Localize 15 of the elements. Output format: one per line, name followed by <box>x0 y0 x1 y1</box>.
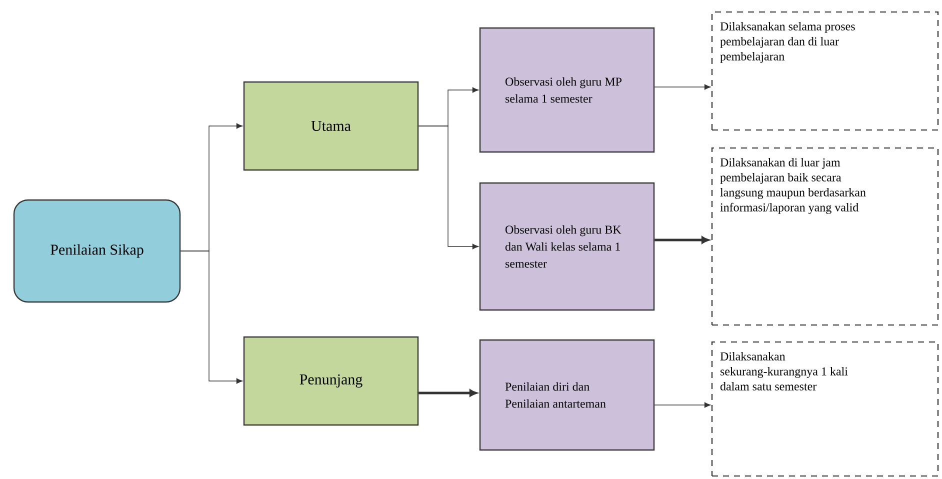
arrow <box>180 250 242 384</box>
category-box: Penunjang <box>243 336 419 426</box>
process-box: Penilaian diri dan Penilaian antarteman <box>479 339 655 451</box>
arrow <box>418 126 478 250</box>
arrow <box>654 402 711 408</box>
note-box: Dilaksanakan sekurang-kurangnya 1 kali dalam satu semester <box>711 341 939 477</box>
arrow <box>654 84 711 90</box>
process-box: Observasi oleh guru MP selama 1 semester <box>479 27 655 153</box>
process-box: Observasi oleh guru BK dan Wali kelas selama 1 semester <box>479 182 655 311</box>
arrow <box>418 389 477 397</box>
note-box: Dilaksanakan di luar jam pembelajaran baik secara langsung maupun berdasarkan informasi/laporan yang valid <box>711 147 939 326</box>
arrow <box>654 236 709 244</box>
rounded-box: Penilaian Sikap <box>13 199 181 303</box>
category-box: Utama <box>243 81 419 171</box>
note-box: Dilaksanakan selama proses pembelajaran dan di luar pembelajaran <box>711 11 939 131</box>
